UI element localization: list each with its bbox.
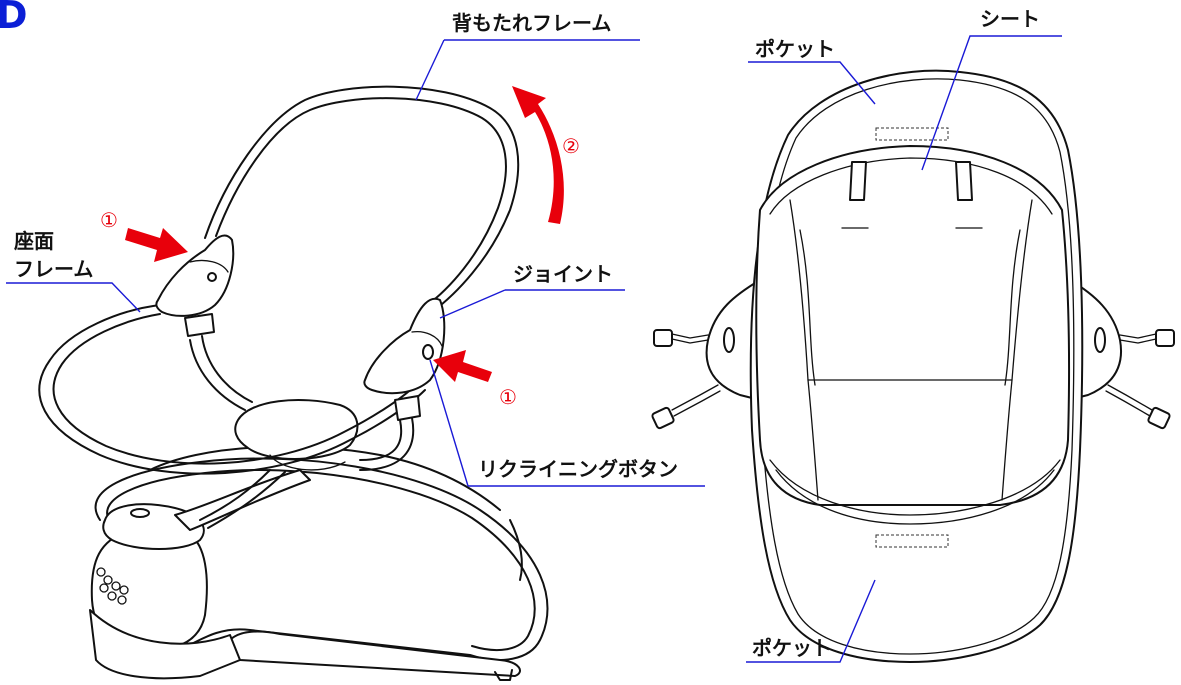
cushion-left-seam — [789, 199, 819, 501]
strap-slot-right — [1094, 327, 1106, 353]
motor-base — [89, 609, 241, 680]
right-joint-collar — [394, 395, 421, 421]
base-leg-rear — [509, 519, 523, 581]
buckle-right-top — [1119, 329, 1175, 347]
seat-inner-ring — [769, 157, 1053, 215]
left-support-tube — [189, 339, 246, 411]
shoulder-strap-left — [849, 161, 867, 201]
velcro-top — [875, 127, 949, 141]
label-pocket-top: ポケット — [755, 37, 835, 61]
step1-left-number: ① — [100, 208, 118, 232]
pocket-top-leader — [748, 61, 876, 105]
strap-slot-left — [723, 327, 735, 353]
left-joint-collar — [184, 313, 215, 337]
right-annotations: ポケット シート ポケット — [746, 7, 1062, 663]
label-joint: ジョイント — [513, 262, 613, 286]
front-leg-left — [199, 469, 271, 521]
base-ring-rear — [149, 445, 501, 511]
seat-inner-area — [755, 145, 1071, 506]
right-support-tube-inner — [359, 417, 415, 471]
label-seat-frame-line1: 座面 — [14, 229, 54, 253]
pocket-bottom-leader — [746, 579, 876, 663]
label-seat: シート — [980, 7, 1040, 31]
left-joint — [155, 234, 235, 317]
base-front-bar — [224, 630, 521, 677]
seat-hub — [234, 399, 359, 460]
seat-front-lip — [769, 459, 1061, 516]
base-foot-right — [494, 669, 513, 681]
left-joint-detail — [189, 259, 229, 273]
motor-knob — [130, 508, 150, 518]
motor-arm — [174, 469, 311, 531]
lift-arrow — [512, 86, 564, 224]
step1-right-number: ① — [499, 385, 517, 409]
right-support-tube — [359, 419, 403, 461]
recline-leader — [429, 359, 469, 487]
label-pocket-bottom: ポケット — [752, 636, 832, 660]
joint-leader — [439, 289, 506, 319]
cushion-right-seam — [1001, 199, 1033, 501]
buckle-left-bottom — [651, 384, 721, 430]
right-joint — [363, 297, 446, 395]
label-backrest-frame: 背もたれフレーム — [452, 11, 611, 35]
backrest-leader — [415, 39, 445, 101]
step2-number: ② — [562, 134, 580, 158]
backrest-frame-inner — [215, 97, 507, 307]
push-arrow-right — [433, 350, 492, 382]
buckle-right-bottom — [1105, 384, 1171, 430]
figure-marker: D — [0, 0, 28, 37]
motor-control-buttons — [96, 567, 129, 605]
seat-frame-tube-outer — [38, 304, 426, 475]
cushion-right-contour — [1004, 229, 1021, 386]
cushion-left-contour — [799, 229, 816, 386]
front-leg-left-inner — [207, 471, 286, 529]
backrest-frame-outer — [204, 85, 520, 313]
left-annotations: 背もたれフレーム 座面 フレーム ジョイント リクライニングボタン — [6, 11, 705, 487]
seat-leader — [921, 35, 1062, 171]
right-joint-detail — [411, 330, 443, 347]
seat-frame-leader — [6, 282, 141, 313]
shoulder-strap-right — [955, 161, 973, 201]
label-recline-button: リクライニングボタン — [478, 457, 678, 481]
swing-frame-illustration: ① ① ② — [38, 85, 580, 681]
buckle-left-top — [653, 329, 709, 347]
velcro-bottom — [875, 534, 949, 548]
seat-pad-illustration — [651, 69, 1175, 663]
base-ring — [94, 457, 549, 661]
left-joint-pin — [207, 272, 217, 282]
left-support-tube-inner — [201, 335, 253, 403]
push-arrow-left — [125, 228, 188, 262]
seat-hub-lower — [269, 454, 346, 471]
recline-button-shape — [422, 344, 434, 360]
seat-front-lip2 — [775, 469, 1055, 525]
label-seat-frame-line2: フレーム — [14, 257, 93, 281]
base-ring-inner — [106, 468, 536, 652]
seat-frame-tube-inner — [52, 313, 417, 465]
